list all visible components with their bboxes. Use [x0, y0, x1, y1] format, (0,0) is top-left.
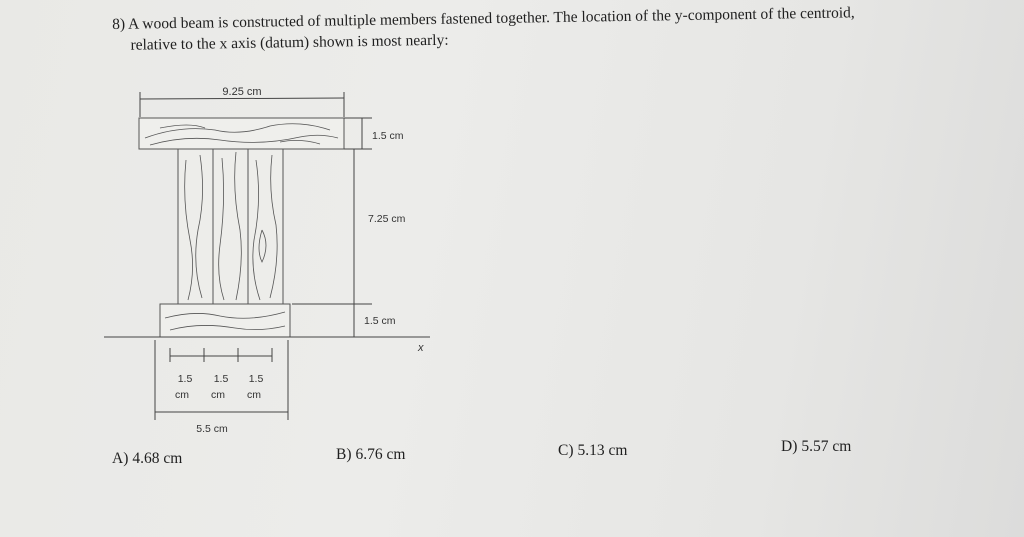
top-flange [138, 117, 345, 150]
top-thickness-label: 1.5 cm [372, 130, 404, 142]
answer-d-label: D) [781, 438, 798, 455]
web-width-2: 1.5 [214, 373, 229, 385]
web-unit-2: cm [211, 389, 225, 401]
right-dimensions [292, 117, 372, 337]
answer-d-value: 5.57 cm [801, 438, 852, 455]
answer-c-label: C) [558, 442, 574, 459]
top-width-label: 9.25 cm [222, 86, 261, 98]
answer-a: A)4.68 cm [112, 450, 182, 468]
top-width-dimension [139, 92, 345, 117]
bottom-thickness-label: 1.5 cm [364, 315, 396, 327]
web-unit-1: cm [175, 389, 189, 401]
web-height-label: 7.25 cm [368, 213, 406, 225]
web-members [177, 148, 284, 305]
answer-d: D)5.57 cm [781, 438, 851, 456]
answer-c: C)5.13 cm [558, 442, 627, 460]
bottom-width-label: 5.5 cm [196, 423, 228, 435]
web-unit-3: cm [247, 389, 261, 401]
web-width-1: 1.5 [178, 373, 193, 385]
answer-a-label: A) [112, 450, 129, 467]
web-width-dimension [154, 340, 289, 420]
answer-a-value: 4.68 cm [132, 450, 183, 467]
answer-b-label: B) [336, 446, 352, 463]
bottom-flange [159, 303, 291, 338]
web-width-3: 1.5 [249, 373, 264, 385]
answer-b: B)6.76 cm [336, 446, 405, 464]
answer-c-value: 5.13 cm [577, 442, 628, 459]
x-axis-label: x [417, 342, 424, 354]
answer-b-value: 6.76 cm [355, 446, 406, 463]
